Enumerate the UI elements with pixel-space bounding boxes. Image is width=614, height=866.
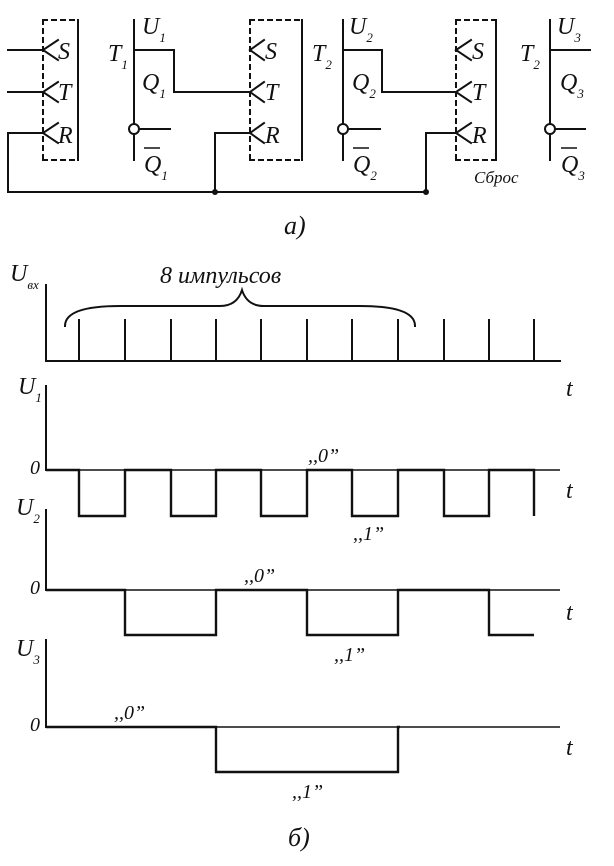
ff2-q-label: Q2 [352, 70, 376, 101]
u3-waveform [46, 725, 400, 774]
u1-waveform [46, 468, 536, 518]
flipflop-2: S T R T2 U2 Q2 Q2 [248, 14, 383, 183]
ff1-s-label: S [58, 39, 70, 65]
ff3-s-label: S [472, 39, 484, 65]
ff1-t-label: T [58, 80, 73, 106]
ff2-t-label: T [265, 80, 280, 106]
circuit: S T R T1 U1 Q1 Q1 S T R T2 U2 [7, 14, 591, 240]
ff1-q-label: Q1 [142, 70, 166, 101]
u1-zero: 0 [30, 457, 40, 479]
ff3-r-label: R [471, 123, 487, 149]
t-label-2: t [566, 600, 574, 626]
reset-label: Сброс [474, 168, 519, 187]
timing-diagram: Uвх 8 импульсов t U1 0 ,,0” ,,1” t U2 0 [10, 261, 574, 852]
ff3-inverter-bubble [544, 123, 556, 135]
input-pulses-row: Uвх 8 импульсов t [10, 261, 574, 402]
flipflop-1: S T R T1 U1 Q1 Q1 [41, 14, 175, 183]
caption-b: б) [288, 823, 310, 852]
u3-zero: 0 [30, 714, 40, 736]
ff1-r-label: R [57, 123, 73, 149]
u3-label: U3 [16, 636, 40, 667]
ff2-type-label: T2 [312, 41, 332, 72]
ff3-qbar-label: Q3 [561, 152, 585, 183]
ff3-output-label: U3 [557, 14, 581, 45]
u2-waveform [46, 588, 534, 637]
u2-label: U2 [16, 495, 40, 526]
ff2-r-label: R [264, 123, 280, 149]
ff3-t-label: T [472, 80, 487, 106]
uin-label: Uвх [10, 261, 39, 292]
ff1-inverter-bubble [128, 123, 140, 135]
u1-one-state: ,,1” [353, 523, 384, 545]
u1-zero-state: ,,0” [308, 445, 339, 467]
flipflop-3: S T R T2 U3 Q3 Q3 Сброс [454, 14, 591, 187]
wiring [7, 49, 457, 195]
brace [63, 286, 417, 328]
caption-a: а) [284, 211, 306, 240]
pulses [78, 319, 535, 361]
ff3-type-label: T2 [520, 41, 540, 72]
ff2-inverter-bubble [337, 123, 349, 135]
t-label-1: t [566, 478, 574, 504]
u3-one-state: ,,1” [292, 781, 323, 803]
ff1-output-label: U1 [142, 14, 166, 45]
ff2-qbar-label: Q2 [353, 152, 377, 183]
row-u3: U3 0 ,,0” ,,1” t [16, 636, 574, 803]
u2-zero: 0 [30, 577, 40, 599]
row-u2: U2 0 ,,0” ,,1” t [16, 495, 574, 666]
row-u1: U1 0 ,,0” ,,1” t [18, 374, 574, 545]
t-label-3: t [566, 735, 574, 761]
ff2-s-label: S [265, 39, 277, 65]
u1-label: U1 [18, 374, 42, 405]
u2-one-state: ,,1” [334, 644, 365, 666]
ff3-q-label: Q3 [560, 70, 584, 101]
ff2-output-label: U2 [349, 14, 373, 45]
u2-zero-state: ,,0” [244, 565, 275, 587]
u3-zero-state: ,,0” [114, 702, 145, 724]
t-label-0: t [566, 376, 574, 402]
brace-label: 8 импульсов [160, 263, 281, 289]
ff1-type-label: T1 [108, 41, 128, 72]
ff1-qbar-label: Q1 [144, 152, 168, 183]
